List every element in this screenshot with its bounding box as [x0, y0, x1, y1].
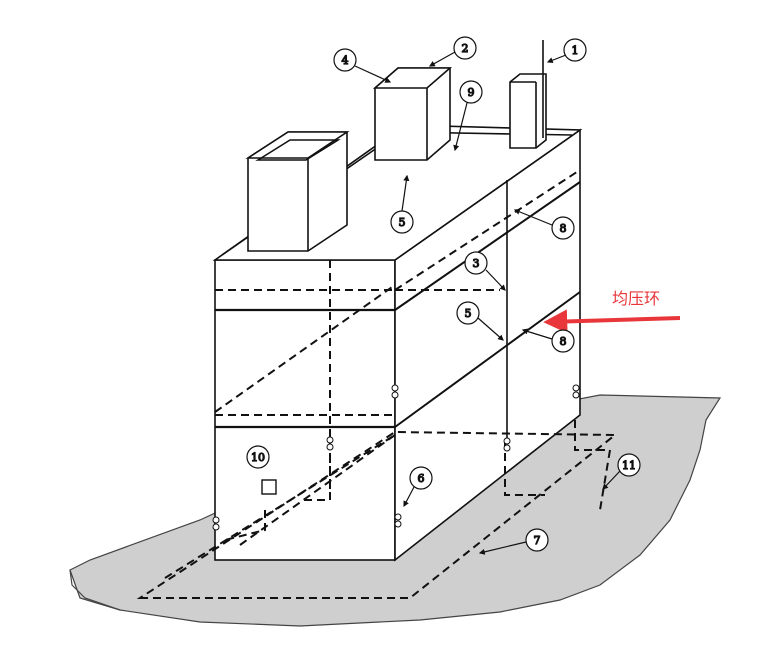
callout-3: 3 — [464, 251, 488, 275]
callout-5b: 5 — [456, 301, 480, 325]
svg-text:7: 7 — [534, 534, 541, 547]
callout-6: 6 — [409, 466, 433, 490]
callout-4: 4 — [333, 48, 357, 72]
callout-1: 1 — [563, 38, 587, 62]
svg-text:8: 8 — [560, 222, 567, 235]
roof-stack-right — [372, 67, 453, 161]
callout-11: 11 — [617, 453, 641, 477]
roof-stack-left — [245, 131, 350, 252]
svg-text:5: 5 — [399, 216, 406, 229]
callout-8a: 8 — [551, 216, 575, 240]
svg-text:9: 9 — [468, 86, 475, 99]
callout-5a: 5 — [390, 210, 414, 234]
svg-text:8: 8 — [560, 335, 567, 348]
callout-7: 7 — [525, 528, 549, 552]
svg-text:11: 11 — [622, 459, 636, 472]
callouts: 1 2 3 4 5 5 6 7 8 8 9 10 11 — [246, 36, 641, 552]
svg-text:10: 10 — [251, 451, 265, 464]
roof-antenna-box — [509, 40, 547, 149]
svg-text:6: 6 — [418, 472, 425, 485]
dashed-conductors — [136, 169, 618, 599]
svg-text:2: 2 — [462, 42, 469, 55]
annotation-arrow — [543, 309, 681, 334]
annotation-label: 均压环 — [612, 289, 660, 308]
callout-10: 10 — [246, 445, 270, 469]
svg-text:5: 5 — [465, 307, 472, 320]
callout-2: 2 — [453, 36, 477, 60]
callout-8b: 8 — [551, 329, 575, 353]
ground-box — [261, 479, 277, 495]
test-joints — [212, 384, 580, 531]
svg-text:1: 1 — [572, 44, 579, 57]
svg-text:3: 3 — [473, 257, 480, 270]
callout-9: 9 — [459, 80, 483, 104]
equalizing-ring-annotation: 均压环 — [543, 289, 681, 334]
leader-lines — [354, 51, 621, 555]
svg-text:4: 4 — [342, 54, 349, 67]
